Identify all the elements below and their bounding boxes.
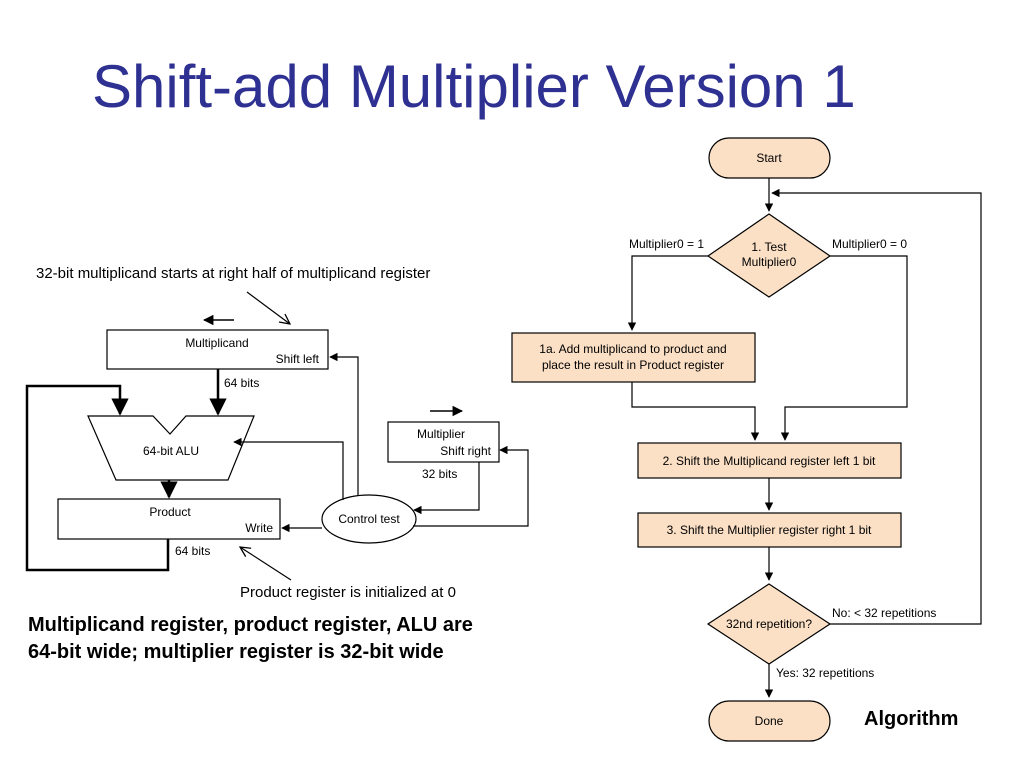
multiplicand-action: Shift left: [276, 352, 320, 366]
product-feedback-wire: [25, 384, 170, 572]
multiplicand-width: 64 bits: [224, 376, 259, 390]
done-terminal: [708, 700, 831, 742]
step-2-box: [637, 442, 902, 479]
product-action: Write: [245, 521, 273, 535]
alu-label: 64-bit ALU: [143, 444, 199, 458]
branch-one-arrow: [627, 255, 708, 331]
control-label: Control test: [338, 512, 400, 526]
no-loop-arrow: [771, 188, 982, 625]
control-to-multiplicand-wire: [329, 352, 359, 496]
multiplicand-note: 32-bit multiplicand starts at right half…: [36, 265, 430, 282]
product-note: Product register is initialized at 0: [240, 584, 456, 601]
product-label: Product: [149, 505, 191, 519]
start-label: Start: [756, 151, 782, 165]
step-1a-line1: 1a. Add multiplicand to product and: [539, 342, 726, 356]
step-1a-to-step2-arrow: [631, 382, 760, 441]
summary-line-2: 64-bit wide; multiplier register is 32-b…: [28, 641, 444, 663]
control-to-alu-wire: [233, 437, 344, 500]
multiplier-action: Shift right: [440, 444, 491, 458]
multiplicand-register: [106, 329, 329, 370]
step-3-box: [637, 512, 902, 548]
control-to-multiplier-wire: [413, 445, 529, 527]
branch-zero-arrow: [780, 255, 908, 441]
multiplicand-note-pointer: [246, 291, 290, 324]
multiplier-register: [387, 421, 500, 463]
multiplier-label: Multiplier: [417, 427, 465, 441]
repeat-label: 32nd repetition?: [726, 617, 812, 631]
slide-title: Shift-add Multiplier Version 1: [92, 53, 856, 120]
product-register: [57, 498, 281, 540]
multiplicand-label: Multiplicand: [185, 336, 248, 350]
no-label: No: < 32 repetitions: [832, 606, 936, 620]
test-label-line1: 1. Test: [751, 240, 787, 254]
algorithm-caption: Algorithm: [864, 708, 959, 730]
summary-note: Multiplicand register, product register,…: [28, 612, 473, 666]
product-note-pointer: [240, 547, 292, 581]
step-2-label: 2. Shift the Multiplicand register left …: [663, 454, 876, 468]
multiplier-width: 32 bits: [422, 467, 457, 481]
test-decision: [706, 213, 832, 298]
branch-one-label: Multiplier0 = 1: [629, 237, 704, 251]
product-width: 64 bits: [175, 544, 210, 558]
control-test-node: [321, 494, 417, 544]
done-label: Done: [755, 714, 784, 728]
step-1a-line2: place the result in Product register: [542, 358, 724, 372]
summary-line-1: Multiplicand register, product register,…: [28, 614, 473, 636]
step-3-label: 3. Shift the Multiplier register right 1…: [667, 523, 872, 537]
multiplier-to-control-wire: [413, 462, 480, 515]
yes-label: Yes: 32 repetitions: [776, 666, 874, 680]
branch-zero-label: Multiplier0 = 0: [832, 237, 907, 251]
step-1a-box: [511, 332, 756, 383]
alu-shape: [87, 415, 255, 481]
test-label-line2: Multiplier0: [742, 255, 797, 269]
